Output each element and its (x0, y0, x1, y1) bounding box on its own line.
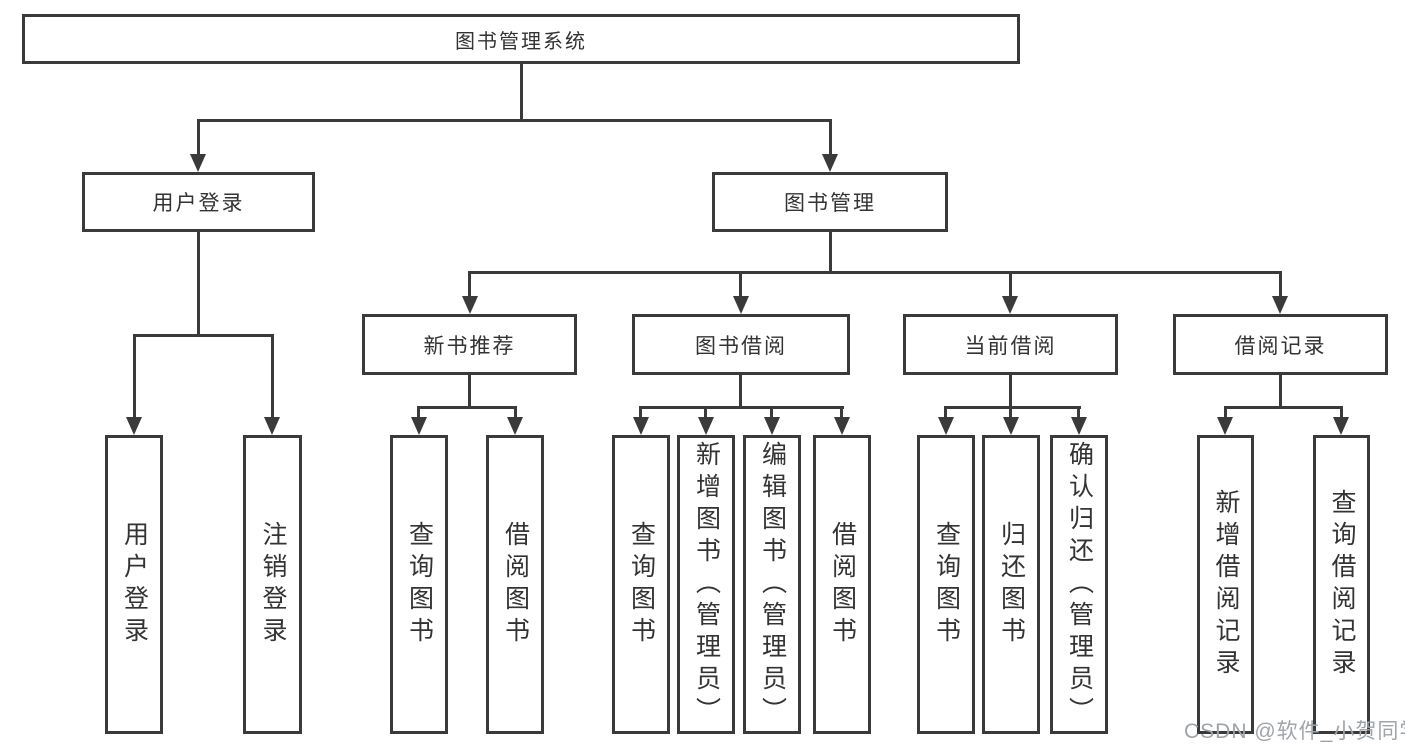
connector-drop-current-borrow (1009, 271, 1012, 299)
leaf-cb-confirm-return-admin-label: 确认归还（管理员） (1065, 440, 1094, 729)
arrow-to-bb-edit (764, 417, 780, 435)
connector-drop-user-login (197, 119, 200, 159)
leaf-bb-query-books: 查询图书 (612, 435, 670, 734)
leaf-bb-add-books-admin-label: 新增图书（管理员） (692, 440, 721, 729)
leaf-br-query-record-label: 查询借阅记录 (1328, 488, 1356, 681)
leaf-cb-return-books-label: 归还图书 (997, 520, 1026, 649)
leaf-bb-borrow-books: 借阅图书 (813, 435, 871, 734)
connector-drop-leaf-logout (271, 334, 274, 420)
leaf-bb-query-books-label: 查询图书 (627, 520, 656, 649)
arrow-to-nb-borrow (507, 417, 523, 435)
connector-root-trunk (520, 62, 523, 122)
leaf-nb-borrow-books: 借阅图书 (486, 435, 544, 734)
arrow-to-cb-return (1003, 417, 1019, 435)
connector-book-management-hbar (469, 271, 1282, 274)
connector-drop-nb-borrow (514, 406, 517, 420)
leaf-nb-borrow-books-label: 借阅图书 (501, 520, 530, 649)
arrow-to-book-management (822, 154, 838, 172)
node-current-borrow: 当前借阅 (903, 314, 1118, 375)
node-borrow-records: 借阅记录 (1173, 314, 1388, 375)
leaf-cb-return-books: 归还图书 (982, 435, 1040, 734)
connector-user-login-hbar (133, 334, 274, 337)
arrow-to-leaf-user-login (126, 417, 142, 435)
arrow-to-current-borrow (1002, 296, 1018, 314)
node-system-root: 图书管理系统 (22, 14, 1020, 64)
leaf-bb-edit-books-admin: 编辑图书（管理员） (743, 435, 801, 734)
leaf-nb-query-books: 查询图书 (390, 435, 448, 734)
leaf-user-login-label: 用户登录 (120, 520, 149, 649)
arrow-to-cb-confirm (1071, 417, 1087, 435)
arrow-to-nb-query (411, 417, 427, 435)
arrow-to-bb-borrow (834, 417, 850, 435)
connector-drop-leaf-user-login (133, 334, 136, 420)
node-book-management: 图书管理 (712, 172, 948, 232)
leaf-br-add-record-label: 新增借阅记录 (1212, 488, 1240, 681)
connector-cb-trunk (1009, 373, 1012, 409)
connector-nb-hbar (417, 406, 517, 409)
node-system-root-label: 图书管理系统 (455, 30, 587, 53)
connector-br-hbar (1224, 406, 1343, 409)
connector-drop-bb-edit (770, 406, 773, 420)
connector-drop-br-add (1224, 406, 1227, 420)
leaf-nb-query-books-label: 查询图书 (405, 520, 434, 649)
node-borrow-records-label: 借阅记录 (1234, 334, 1327, 358)
leaf-br-query-record: 查询借阅记录 (1313, 435, 1370, 734)
connector-drop-bb-add (704, 406, 707, 420)
node-new-book-recommend: 新书推荐 (362, 314, 577, 375)
arrow-to-leaf-logout (264, 417, 280, 435)
connector-drop-nb-query (417, 406, 420, 420)
arrow-to-cb-query (938, 417, 954, 435)
connector-drop-cb-confirm (1077, 406, 1080, 420)
arrow-to-bb-query (633, 417, 649, 435)
connector-bb-trunk (739, 373, 742, 409)
leaf-bb-borrow-books-label: 借阅图书 (828, 520, 857, 649)
leaf-cb-confirm-return-admin: 确认归还（管理员） (1050, 435, 1108, 734)
arrow-to-borrow-records (1272, 296, 1288, 314)
leaf-logout-label: 注销登录 (259, 520, 287, 649)
connector-root-hbar (197, 119, 832, 122)
node-book-borrow-label: 图书借阅 (695, 334, 787, 358)
leaf-br-add-record: 新增借阅记录 (1197, 435, 1254, 734)
connector-cb-hbar (944, 406, 1081, 409)
arrow-to-user-login (190, 154, 206, 172)
csdn-watermark: CSDN @软件_小贺同学 (1184, 720, 1405, 743)
node-book-management-label: 图书管理 (784, 192, 876, 215)
connector-drop-book-management (829, 119, 832, 159)
leaf-cb-query-books-label: 查询图书 (932, 520, 961, 649)
connector-drop-book-borrow (739, 271, 742, 299)
connector-drop-cb-return (1009, 406, 1012, 420)
leaf-logout: 注销登录 (243, 435, 302, 734)
connector-drop-bb-borrow (840, 406, 843, 420)
arrow-to-br-add (1217, 417, 1233, 435)
connector-drop-br-query (1340, 406, 1343, 420)
connector-user-login-trunk (197, 230, 200, 337)
connector-drop-cb-query (944, 406, 947, 420)
leaf-cb-query-books: 查询图书 (917, 435, 975, 734)
node-user-login: 用户登录 (82, 172, 315, 232)
connector-drop-new-book-recommend (468, 271, 471, 299)
leaf-bb-edit-books-admin-label: 编辑图书（管理员） (758, 440, 787, 729)
arrow-to-bb-add (698, 417, 714, 435)
connector-drop-bb-query (639, 406, 642, 420)
connector-br-trunk (1279, 373, 1282, 409)
connector-bb-hbar (639, 406, 844, 409)
arrow-to-book-borrow (733, 296, 749, 314)
connector-book-management-trunk (829, 230, 832, 274)
arrow-to-br-query (1333, 417, 1349, 435)
arrow-to-new-book-recommend (462, 296, 478, 314)
leaf-bb-add-books-admin: 新增图书（管理员） (677, 435, 735, 734)
node-current-borrow-label: 当前借阅 (964, 334, 1057, 358)
node-new-book-recommend-label: 新书推荐 (423, 334, 516, 358)
node-book-borrow: 图书借阅 (632, 314, 850, 375)
leaf-user-login: 用户登录 (105, 435, 163, 734)
node-user-login-label: 用户登录 (152, 192, 245, 215)
connector-drop-borrow-records (1279, 271, 1282, 299)
connector-nb-trunk (468, 373, 471, 409)
